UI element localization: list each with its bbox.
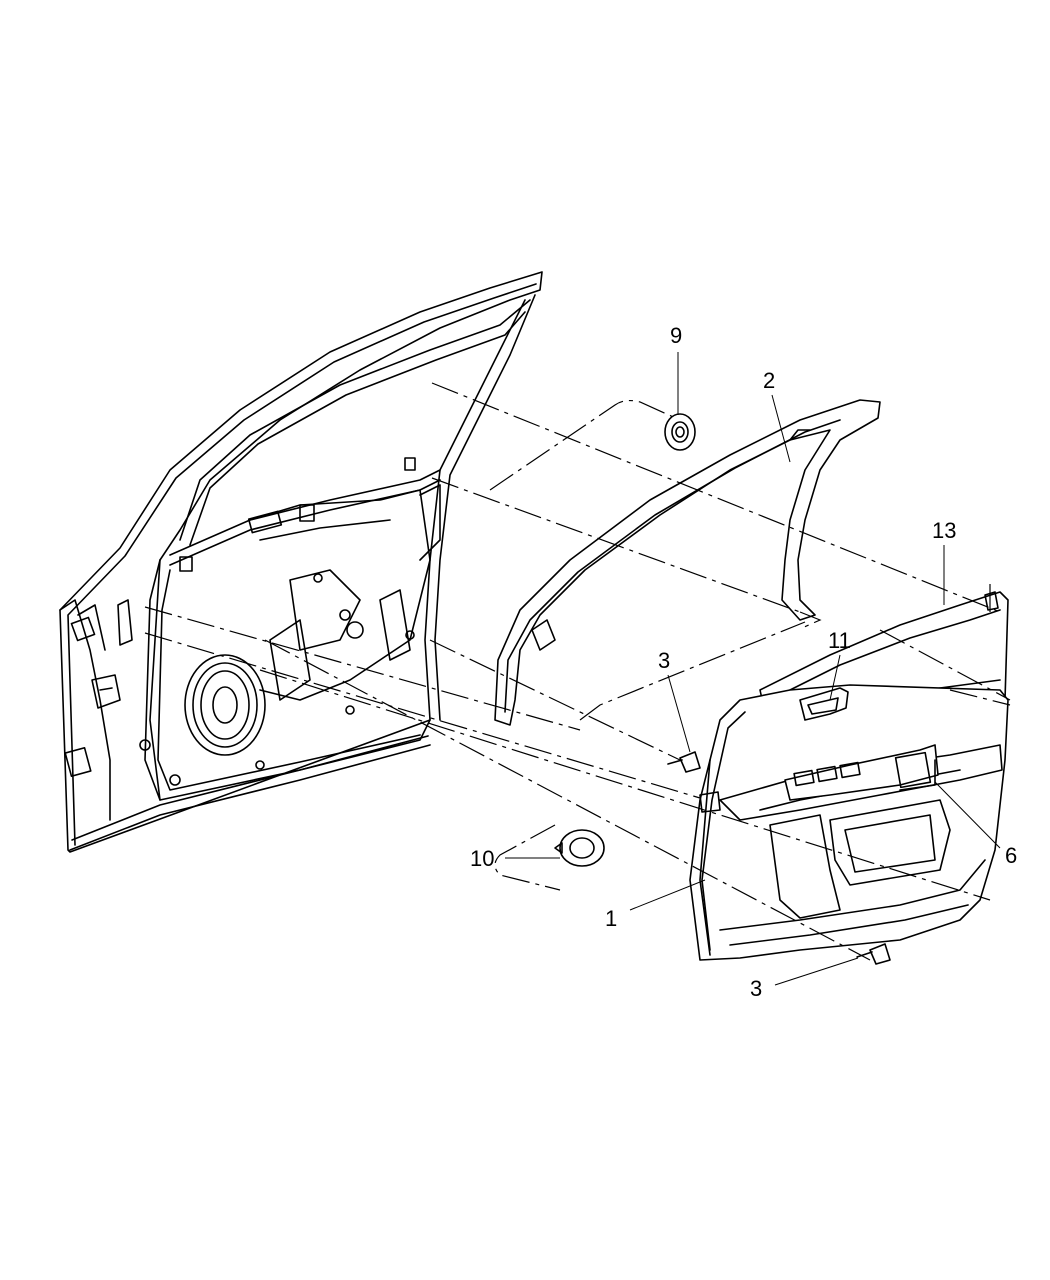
callout-10: 10 bbox=[470, 846, 494, 871]
fastener-parts bbox=[554, 413, 891, 965]
callout-6: 6 bbox=[1005, 843, 1017, 868]
callout-9: 9 bbox=[670, 323, 682, 348]
door-frame bbox=[59, 271, 543, 853]
assembly-lines bbox=[144, 382, 1011, 961]
callout-1: 1 bbox=[605, 906, 617, 931]
callout-2: 2 bbox=[763, 368, 775, 393]
callout-11: 11 bbox=[828, 628, 851, 653]
callout-labels: 9 2 13 11 3 6 10 1 3 bbox=[470, 323, 1017, 1001]
callout-3-upper: 3 bbox=[658, 648, 670, 673]
door-trim-panel bbox=[689, 591, 1009, 961]
callout-13: 13 bbox=[932, 518, 956, 543]
callout-3-lower: 3 bbox=[750, 976, 762, 1001]
glass-run-weatherstrip bbox=[494, 399, 881, 726]
leader-lines bbox=[505, 352, 1001, 986]
